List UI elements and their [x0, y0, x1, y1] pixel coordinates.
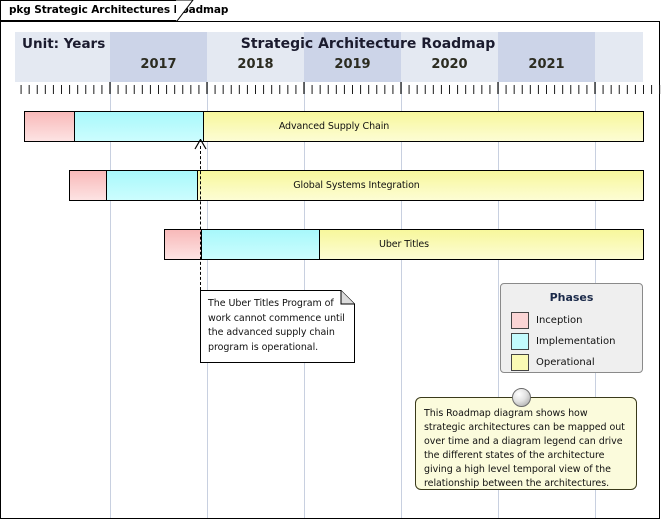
timeline-unit-label: Unit: Years — [22, 36, 106, 52]
timeline-year-band — [498, 32, 595, 82]
timeline-gridline — [401, 82, 402, 518]
timeline-ruler-ticks — [20, 82, 661, 94]
legend-item-label: Inception — [536, 314, 583, 326]
legend-item[interactable]: Inception — [511, 310, 636, 330]
roadmap-bar[interactable]: Global Systems Integration — [69, 170, 644, 201]
legend-item-label: Implementation — [536, 335, 616, 347]
roadmap-bar-segment-inception[interactable] — [25, 112, 74, 141]
roadmap-bar-segment-inception[interactable] — [165, 230, 201, 259]
roadmap-bar-segment-implementation[interactable] — [105, 171, 197, 200]
roadmap-bar-segment-implementation[interactable] — [200, 230, 320, 259]
timeline-year-label: 2021 — [528, 57, 565, 72]
package-tab-slant-icon — [176, 0, 194, 22]
legend-item[interactable]: Implementation — [511, 331, 636, 351]
timeline-year-label: 2019 — [334, 57, 371, 72]
roadmap-bar-segment-operational[interactable] — [319, 230, 643, 259]
roadmap-bar-segment-implementation[interactable] — [73, 112, 204, 141]
constraint-note[interactable]: The Uber Titles Program of work cannot c… — [200, 290, 355, 363]
timeline-header — [15, 32, 643, 82]
roadmap-bar[interactable]: Advanced Supply Chain — [24, 111, 644, 142]
dependency-arrowhead-icon — [194, 139, 207, 150]
timeline-year-label: 2020 — [431, 57, 468, 72]
roadmap-bar-segment-operational[interactable] — [196, 171, 643, 200]
timeline-title: Strategic Architecture Roadmap — [240, 36, 496, 52]
roadmap-bar-segment-operational[interactable] — [203, 112, 643, 141]
timeline-gridline — [110, 82, 111, 518]
timeline-gridline — [498, 82, 499, 518]
description-note-text: This Roadmap diagram shows how strategic… — [424, 408, 625, 490]
dependency-dashed-line — [200, 146, 201, 290]
constraint-note-shape-icon — [200, 290, 355, 363]
timeline-year-band — [304, 32, 401, 82]
legend-swatch-operational — [511, 353, 529, 371]
legend-swatch-implementation — [511, 332, 529, 350]
timeline-year-label: 2018 — [237, 57, 274, 72]
description-note-pin-icon — [512, 388, 531, 407]
legend-swatch-inception — [511, 311, 529, 329]
package-tab[interactable]: pkg Strategic Architectures Roadmap — [0, 0, 228, 21]
constraint-note-text: The Uber Titles Program of work cannot c… — [208, 298, 345, 353]
roadmap-bar-segment-inception[interactable] — [70, 171, 106, 200]
legend-item-label: Operational — [536, 356, 595, 368]
description-note[interactable]: This Roadmap diagram shows how strategic… — [415, 397, 637, 490]
timeline-year-label: 2017 — [140, 57, 177, 72]
timeline-year-band — [110, 32, 207, 82]
legend-title: Phases — [549, 291, 594, 304]
package-tab-label: pkg Strategic Architectures Roadmap — [9, 4, 229, 16]
roadmap-bar[interactable]: Uber Titles — [164, 229, 644, 260]
legend-item[interactable]: Operational — [511, 352, 636, 372]
